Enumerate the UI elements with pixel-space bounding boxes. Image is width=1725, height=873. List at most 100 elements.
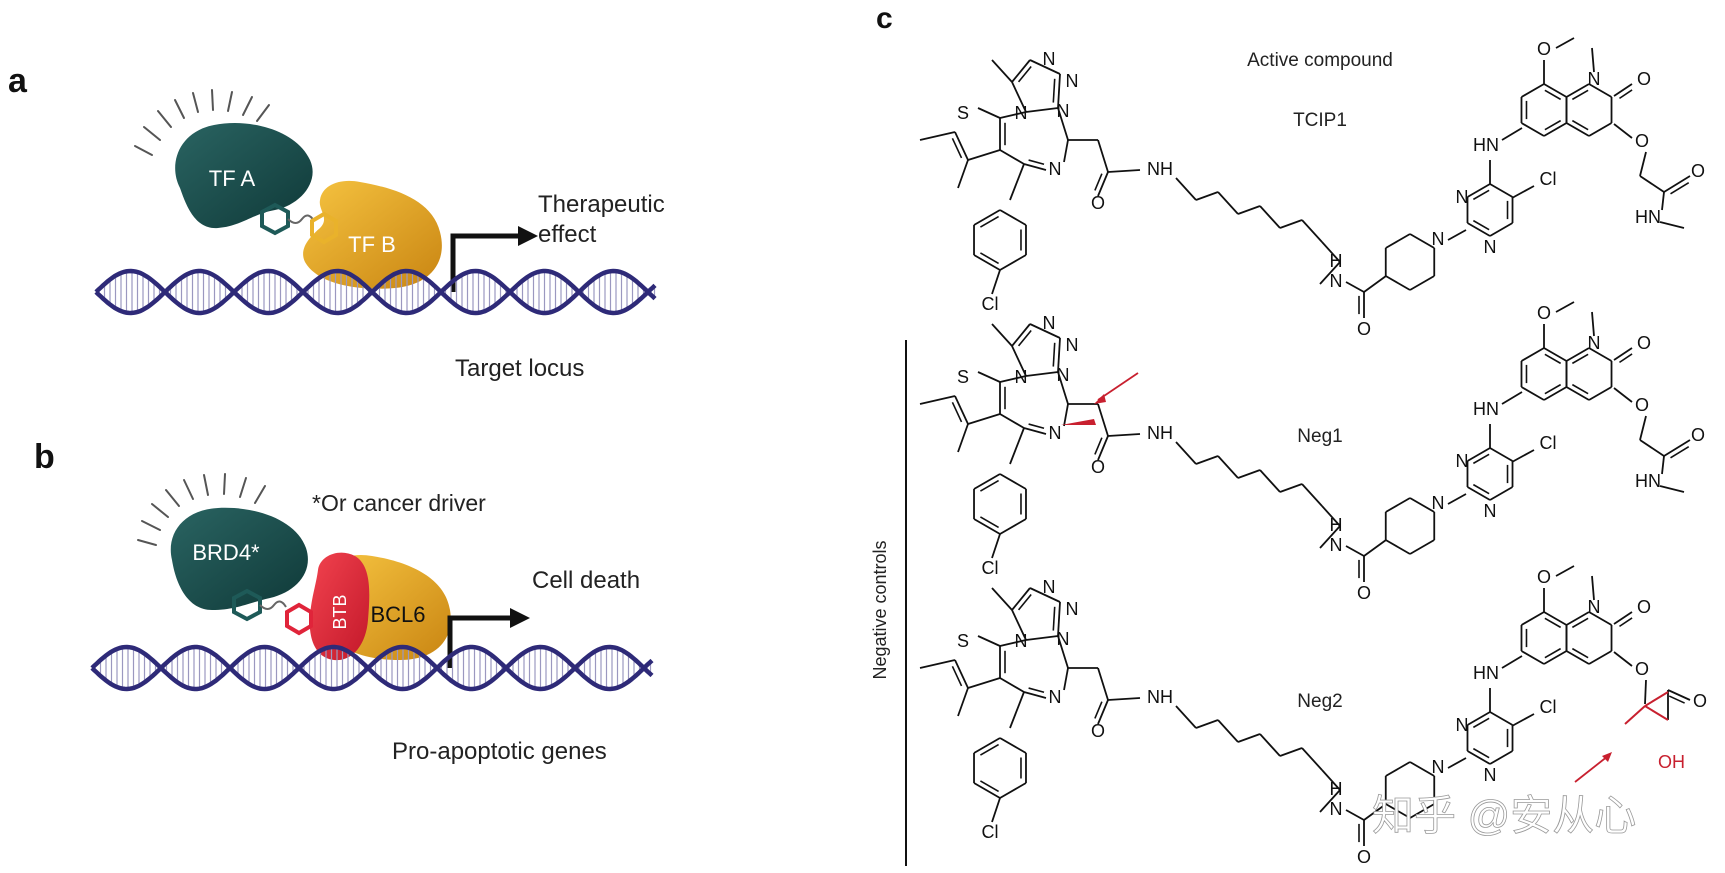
bond [1659, 485, 1685, 493]
atom-label: NH [1147, 159, 1173, 179]
atom-label: O [1357, 583, 1371, 603]
bond [1017, 593, 1032, 611]
negative-controls-label: Negative controls [870, 540, 890, 679]
atom-label: N [1456, 451, 1469, 471]
bond [1613, 123, 1633, 139]
atom-label: O [1537, 567, 1551, 587]
bond [999, 518, 1027, 535]
atom-label: N [1484, 765, 1497, 785]
atom-label: O [1091, 457, 1105, 477]
activity-rays-a [134, 89, 270, 156]
bond [1521, 83, 1545, 98]
bond [1619, 617, 1633, 628]
bond [977, 635, 1001, 647]
atom-label: N [1484, 237, 1497, 257]
bond [1467, 222, 1491, 237]
bond [1544, 647, 1562, 659]
bond [1195, 191, 1219, 201]
bond [1511, 185, 1535, 199]
bond [1279, 219, 1303, 229]
atom-label: N [1456, 187, 1469, 207]
atom-label: N [1330, 535, 1343, 555]
bond [1409, 539, 1435, 555]
pro-apoptotic-genes-label: Pro-apoptotic genes [392, 738, 607, 765]
bond [1467, 183, 1491, 198]
bond [1544, 617, 1562, 629]
bond [1057, 107, 1069, 141]
bond [1467, 750, 1491, 765]
bond [1644, 679, 1647, 705]
atom-label: NH [1147, 687, 1173, 707]
bond [1321, 241, 1341, 263]
atom-label: N [1432, 757, 1445, 777]
bond [1409, 497, 1435, 513]
bond [1544, 89, 1562, 101]
atom-label: Cl [1540, 697, 1557, 717]
bond [1321, 505, 1341, 527]
bond [1668, 695, 1685, 704]
atom-label: N [1043, 313, 1056, 333]
atom-label: O [1357, 847, 1371, 867]
bond [1639, 439, 1665, 457]
atom-label: O [1537, 39, 1551, 59]
dna-helix-a [94, 268, 657, 316]
atom-label: N [1432, 493, 1445, 513]
atom-label: N [1066, 599, 1079, 619]
bond [1345, 545, 1365, 557]
bond [1363, 275, 1387, 293]
bond [1472, 219, 1490, 231]
bond [1489, 222, 1513, 237]
bond [1259, 469, 1281, 493]
bond [1544, 119, 1562, 131]
bond [1345, 809, 1365, 821]
bond [1555, 565, 1575, 577]
atom-label: H [1330, 515, 1343, 535]
bond [1543, 611, 1567, 626]
atom-label: N [1456, 715, 1469, 735]
bond [1385, 803, 1411, 819]
bond [1011, 323, 1031, 347]
atom-label: N [1043, 577, 1056, 597]
bond [1511, 449, 1535, 463]
bond [1489, 183, 1513, 198]
bond [1097, 139, 1109, 173]
bond [1195, 455, 1219, 465]
bond [1175, 441, 1197, 465]
dna-helix-b [90, 644, 654, 692]
panel-a: TF A TF B Therapeutic effect Target locu… [94, 89, 665, 382]
bond [1029, 59, 1061, 75]
bond [1237, 733, 1261, 743]
bond [1029, 323, 1061, 339]
tf-b-protein [303, 180, 442, 289]
bond [967, 677, 1001, 689]
bond [1467, 711, 1491, 726]
bond [919, 659, 956, 669]
bond [1521, 650, 1545, 665]
bond [1097, 667, 1109, 701]
bond [1057, 635, 1069, 669]
bond [1511, 713, 1535, 727]
atom-label: Cl [982, 822, 999, 842]
atom-label: O [1637, 333, 1651, 353]
atom-label: Cl [1540, 169, 1557, 189]
bond [954, 395, 969, 425]
atom-label: N [1066, 335, 1079, 355]
bond [1063, 403, 1069, 427]
atom-label: N [1049, 159, 1062, 179]
bond [1571, 617, 1589, 629]
atom-label: N [1049, 687, 1062, 707]
bond [1555, 301, 1575, 313]
atom-label: NH [1147, 423, 1173, 443]
bond [1613, 347, 1633, 361]
bond [1639, 415, 1647, 441]
bond [1011, 587, 1031, 611]
bond [1025, 107, 1059, 113]
bond [957, 159, 969, 189]
bond [980, 215, 1000, 228]
bond [1659, 221, 1685, 229]
atom-label: O [1693, 691, 1707, 711]
therapeutic-effect-line2: effect [538, 221, 597, 248]
neg2-name: Neg2 [1297, 691, 1342, 712]
bond [991, 797, 1001, 823]
